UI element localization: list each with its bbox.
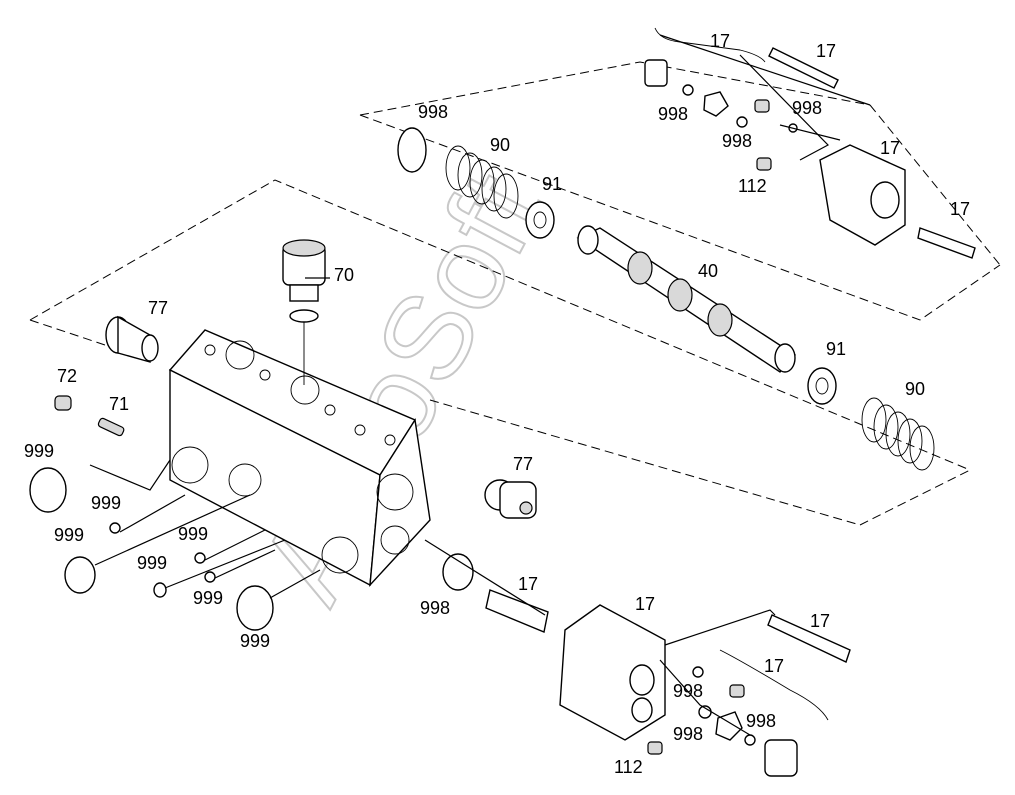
plug-77-upper [105, 315, 159, 363]
plug-77-lower [484, 479, 537, 519]
callout-17: 17 [816, 41, 836, 61]
callout-998: 998 [658, 104, 688, 124]
callout-999: 999 [91, 493, 121, 513]
callout-999: 999 [24, 441, 54, 461]
callout-998: 998 [673, 724, 703, 744]
end-cap-17-upper [644, 47, 976, 259]
callout-90: 90 [490, 135, 510, 155]
cartridge-70 [282, 239, 326, 385]
spring-90-upper [445, 145, 519, 219]
spool-40 [576, 225, 797, 373]
callout-17: 17 [810, 611, 830, 631]
callout-17: 17 [710, 31, 730, 51]
callout-998: 998 [722, 131, 752, 151]
callout-91: 91 [542, 174, 562, 194]
o-ring-998-lower [442, 553, 474, 591]
callout-998: 998 [420, 598, 450, 618]
callout-998: 998 [418, 102, 448, 122]
spring-90-lower [861, 397, 935, 471]
washer-91-lower [807, 367, 837, 405]
plug-72 [54, 395, 72, 411]
callout-70: 70 [334, 265, 354, 285]
callout-112: 112 [738, 176, 767, 196]
callout-999: 999 [193, 588, 223, 608]
end-cap-17-lower [485, 589, 851, 777]
washer-91-upper [525, 201, 555, 239]
o-ring-998-upper [397, 127, 427, 173]
callout-71: 71 [109, 394, 129, 414]
callout-998: 998 [673, 681, 703, 701]
callout-91: 91 [826, 339, 846, 359]
callout-17: 17 [518, 574, 538, 594]
callout-77: 77 [513, 454, 533, 474]
callout-90: 90 [905, 379, 925, 399]
callout-998: 998 [746, 711, 776, 731]
callout-17: 17 [764, 656, 784, 676]
screw-71 [97, 417, 125, 437]
callout-999: 999 [178, 524, 208, 544]
callout-999: 999 [137, 553, 167, 573]
callout-999: 999 [240, 631, 270, 651]
callout-77: 77 [148, 298, 168, 318]
assembly-outline-upper [359, 61, 1001, 321]
leader-lines [89, 27, 871, 736]
callout-17: 17 [635, 594, 655, 614]
callout-labels: 17 17 17 17 17 17 17 17 998 998 998 998 … [24, 31, 970, 777]
callout-17: 17 [950, 199, 970, 219]
callout-17: 17 [880, 138, 900, 158]
valve-body [168, 329, 431, 587]
callout-72: 72 [57, 366, 77, 386]
callout-999: 999 [54, 525, 84, 545]
callout-40: 40 [698, 261, 718, 281]
callout-998: 998 [792, 98, 822, 118]
o-rings-999 [29, 467, 274, 631]
callout-112: 112 [614, 757, 643, 777]
